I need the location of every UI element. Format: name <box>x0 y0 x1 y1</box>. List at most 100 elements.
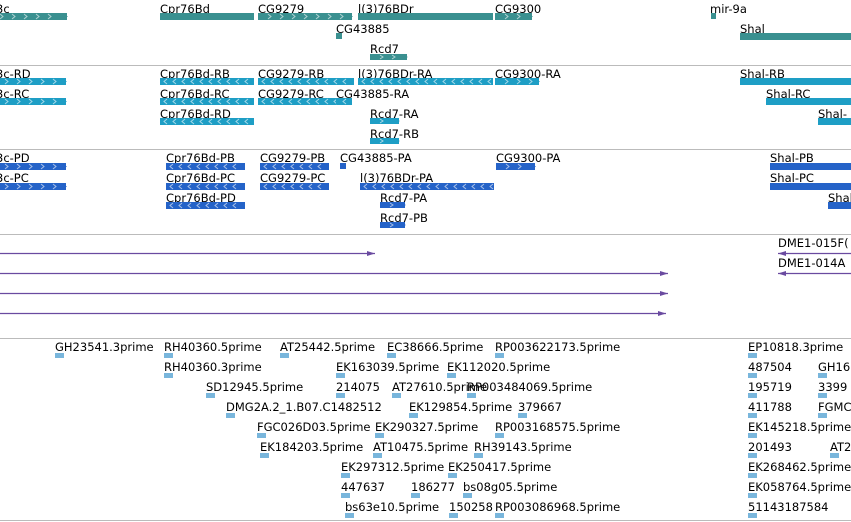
feature-label[interactable]: bs08g05.5prime <box>463 480 558 494</box>
feature-label[interactable]: RP003484069.5prime <box>467 380 593 394</box>
feature-glyph[interactable] <box>358 78 494 85</box>
feature-glyph[interactable] <box>495 513 505 518</box>
feature-glyph[interactable] <box>392 393 402 398</box>
feature-label[interactable]: CG9279-RC <box>258 87 324 101</box>
feature-label[interactable]: EK145218.5prime <box>748 420 851 434</box>
feature-glyph[interactable] <box>387 353 397 358</box>
feature-label[interactable]: EK290327.5prime <box>375 420 479 434</box>
feature-glyph[interactable] <box>340 163 347 169</box>
feature-glyph[interactable] <box>380 222 406 228</box>
feature-glyph[interactable] <box>260 183 330 190</box>
feature-glyph[interactable] <box>373 453 383 458</box>
feature-glyph[interactable] <box>164 353 174 358</box>
feature-glyph[interactable] <box>447 373 457 378</box>
feature-glyph[interactable] <box>495 13 533 20</box>
feature-glyph[interactable] <box>206 393 216 398</box>
feature-glyph[interactable] <box>0 311 666 316</box>
feature-label[interactable]: CG9300 <box>495 2 542 16</box>
feature-label[interactable]: Shal <box>740 22 765 36</box>
feature-label[interactable]: 3c-RC <box>0 87 30 101</box>
feature-glyph[interactable] <box>411 493 421 498</box>
feature-label[interactable]: l(3)76BDr-RA <box>358 67 433 81</box>
feature-glyph[interactable] <box>778 271 851 276</box>
feature-label[interactable]: RP003086968.5prime <box>495 500 621 514</box>
feature-label[interactable]: CG9279-RB <box>258 67 325 81</box>
feature-label[interactable]: AT25442.5prime <box>280 340 376 354</box>
feature-label[interactable]: EP10818.3prime <box>748 340 844 354</box>
feature-label[interactable]: EK058764.5prime <box>748 480 851 494</box>
feature-glyph[interactable] <box>164 373 174 378</box>
feature-glyph[interactable] <box>818 393 828 398</box>
feature-label[interactable]: CG9279 <box>258 2 305 16</box>
feature-label[interactable]: l(3)76BDr <box>358 2 414 16</box>
feature-glyph[interactable] <box>0 163 67 170</box>
feature-glyph[interactable] <box>336 98 343 104</box>
feature-label[interactable]: GH16 <box>818 360 851 374</box>
feature-glyph[interactable] <box>778 251 851 256</box>
feature-label[interactable]: DME1-014A <box>778 256 846 270</box>
feature-glyph[interactable] <box>495 78 540 85</box>
feature-glyph[interactable] <box>360 183 495 190</box>
feature-glyph[interactable] <box>748 353 758 358</box>
feature-label[interactable]: EK129854.5prime <box>409 400 513 414</box>
feature-label[interactable]: EK163039.5prime <box>336 360 440 374</box>
feature-label[interactable]: 447637 <box>341 480 385 494</box>
feature-label[interactable]: 186277 <box>411 480 455 494</box>
feature-label[interactable]: CG9300-PA <box>496 151 561 165</box>
feature-glyph[interactable] <box>711 13 717 19</box>
feature-glyph[interactable] <box>166 163 246 170</box>
feature-label[interactable]: Shal-PB <box>770 151 814 165</box>
feature-glyph[interactable] <box>160 98 255 105</box>
feature-label[interactable]: DMG2A.2_1.B07.C1482512 <box>226 400 382 414</box>
feature-glyph[interactable] <box>496 163 536 170</box>
feature-label[interactable]: Shal- <box>818 107 847 121</box>
feature-label[interactable]: CG43885 <box>336 22 390 36</box>
feature-glyph[interactable] <box>409 413 419 418</box>
feature-label[interactable]: EC38666.5prime <box>387 340 484 354</box>
feature-glyph[interactable] <box>495 353 505 358</box>
feature-label[interactable]: AT2 <box>830 440 851 454</box>
feature-label[interactable]: Cpr76Bd-RD <box>160 107 231 121</box>
feature-label[interactable]: RP003168575.5prime <box>495 420 621 434</box>
feature-label[interactable]: 51143187584 <box>748 500 829 514</box>
feature-glyph[interactable] <box>336 373 346 378</box>
feature-label[interactable]: Cpr76Bd-RC <box>160 87 230 101</box>
feature-label[interactable]: 3c-RD <box>0 67 31 81</box>
feature-glyph[interactable] <box>463 493 473 498</box>
feature-label[interactable]: Rcd7 <box>370 42 399 56</box>
feature-glyph[interactable] <box>260 163 330 170</box>
feature-label[interactable]: Rcd7-RA <box>370 107 419 121</box>
feature-label[interactable]: FGC026D03.5prime <box>257 420 371 434</box>
feature-glyph[interactable] <box>818 413 828 418</box>
feature-glyph[interactable] <box>748 413 758 418</box>
feature-label[interactable]: 3399 <box>818 380 848 394</box>
feature-glyph[interactable] <box>0 98 67 105</box>
feature-glyph[interactable] <box>0 291 668 296</box>
feature-label[interactable]: EK112020.5prime <box>447 360 551 374</box>
feature-glyph[interactable] <box>258 98 353 105</box>
feature-label[interactable]: DME1-015F( <box>778 236 849 250</box>
feature-glyph[interactable] <box>380 202 406 208</box>
feature-glyph[interactable] <box>341 473 351 478</box>
feature-glyph[interactable] <box>474 453 484 458</box>
feature-glyph[interactable] <box>818 118 851 125</box>
feature-label[interactable]: 487504 <box>748 360 792 374</box>
feature-label[interactable]: AT27610.5prime <box>392 380 488 394</box>
feature-label[interactable]: Cpr76Bd-RB <box>160 67 230 81</box>
feature-glyph[interactable] <box>160 118 255 125</box>
feature-glyph[interactable] <box>495 433 505 438</box>
feature-glyph[interactable] <box>258 13 353 20</box>
feature-glyph[interactable] <box>0 13 68 20</box>
feature-glyph[interactable] <box>258 78 355 85</box>
feature-label[interactable]: EK297312.5prime <box>341 460 445 474</box>
feature-label[interactable]: Shal-RB <box>740 67 785 81</box>
feature-glyph[interactable] <box>336 33 343 39</box>
feature-label[interactable]: Cpr76Bd <box>160 2 210 16</box>
feature-label[interactable]: Shal <box>828 191 851 205</box>
feature-label[interactable]: RH40360.5prime <box>164 340 262 354</box>
feature-label[interactable]: Cpr76Bd-PB <box>166 151 235 165</box>
feature-label[interactable]: bs63e10.5prime <box>345 500 440 514</box>
feature-glyph[interactable] <box>166 202 246 209</box>
feature-glyph[interactable] <box>830 453 840 458</box>
feature-label[interactable]: mir-9a <box>710 2 747 16</box>
